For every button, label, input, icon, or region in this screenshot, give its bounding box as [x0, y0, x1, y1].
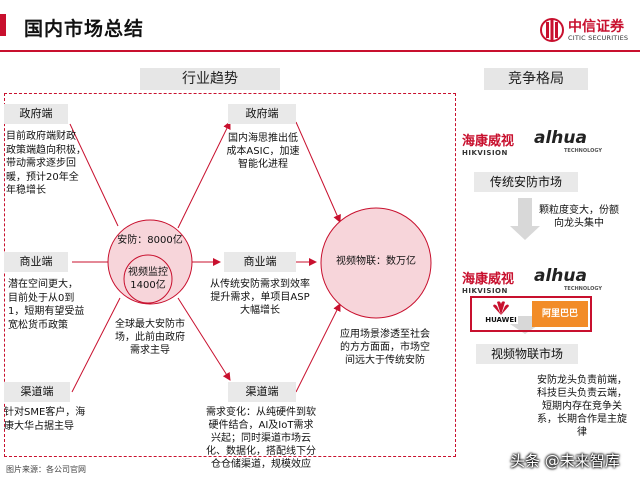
arrow-gov-iot	[295, 121, 341, 223]
center-caption: 全球最大安防市场，此前由政府需求主导	[115, 319, 185, 356]
video-surveillance-circle	[123, 254, 173, 304]
hikvision-logo-bottom: 海康威视 HIKVISION	[462, 272, 515, 295]
tech-giants-box: HUAWEI 阿里巴巴	[470, 296, 592, 332]
competition-caption: 安防龙头负责前端，科技巨头负责云端，短期内存在竞争关系，长期合作是主旋律	[537, 375, 627, 438]
mid-channel-text: 需求变化：从纯硬件到软硬件结合，AI及IoT需求兴起；同时渠道市场云化、数据化，…	[206, 407, 316, 470]
mid-biz-label: 商业端	[224, 252, 296, 272]
security-market-label: 安防：8000亿	[117, 235, 183, 246]
mid-gov-label: 政府端	[228, 104, 296, 124]
down-arrow-top	[510, 198, 540, 240]
watermark: 头条 @未来智库	[510, 452, 620, 470]
trend-frame	[4, 93, 456, 457]
source-note: 图片来源：各公司官网	[6, 465, 86, 474]
line-left-gov	[69, 123, 119, 227]
left-channel-text: 针对SME客户，海康大华占据主导	[4, 407, 86, 432]
industry-trend-header: 行业趋势	[140, 68, 280, 90]
left-biz-label: 商业端	[4, 252, 68, 272]
left-gov-text: 目前政府端财政政策端趋向积极，带动需求逐步回暖，预计20年全年稳增长	[6, 131, 86, 196]
title-accent-bar	[0, 14, 6, 36]
header-divider	[0, 50, 640, 52]
video-iot-caption: 应用场景渗透至社会的方方面面，市场空间远大于传统安防	[340, 329, 430, 366]
mid-gov-text: 国内海思推出低成本ASIC，加速智能化进程	[226, 133, 300, 170]
mid-channel-label: 渠道端	[228, 382, 296, 402]
huawei-petal-icon	[493, 301, 509, 315]
arrow-center-channel	[177, 297, 231, 381]
page-title: 国内市场总结	[24, 18, 145, 40]
arrow-channel-iot	[295, 303, 341, 393]
video-iot-market-label: 视频物联市场	[476, 344, 578, 364]
citic-emblem-icon	[540, 18, 564, 42]
video-iot-circle	[320, 207, 432, 319]
citic-logo: 中信证券 CITIC SECURITIES	[540, 16, 635, 46]
dahua-logo-bottom: alhua TECHNOLOGY	[534, 266, 602, 292]
video-iot-label: 视频物联：数万亿	[336, 256, 416, 267]
left-gov-label: 政府端	[4, 104, 68, 124]
logo-name: 中信证券	[568, 19, 624, 35]
logo-subtitle: CITIC SECURITIES	[568, 34, 629, 42]
hikvision-logo-top: 海康威视 HIKVISION	[462, 134, 515, 157]
competition-header: 竞争格局	[484, 68, 588, 90]
arrow-center-gov	[177, 121, 231, 229]
left-channel-label: 渠道端	[4, 382, 70, 402]
line-left-channel	[71, 297, 121, 393]
alibaba-logo: 阿里巴巴	[532, 301, 588, 327]
huawei-logo: HUAWEI	[476, 300, 526, 328]
traditional-security-label: 传统安防市场	[474, 172, 578, 192]
dahua-logo-top: alhua TECHNOLOGY	[534, 128, 602, 154]
down-arrow-bottom	[510, 316, 540, 334]
concentration-caption: 颗粒度变大，份额向龙头集中	[539, 205, 619, 229]
